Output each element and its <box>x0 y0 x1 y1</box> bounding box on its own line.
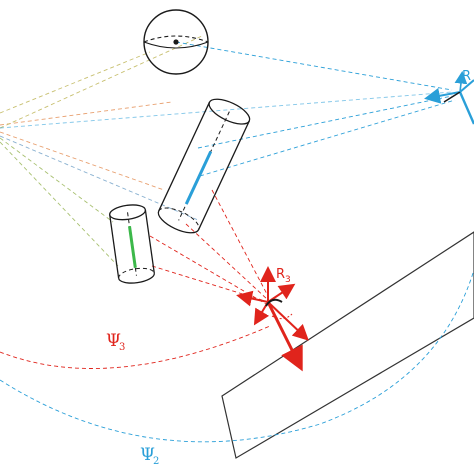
psi3-label: Ψ <box>106 331 121 351</box>
plane-icon <box>221 231 474 459</box>
psi3-arc <box>0 325 271 369</box>
psi2-label-subscript: 2 <box>153 456 159 467</box>
sight-line <box>0 137 114 223</box>
psi2-arc <box>0 269 474 443</box>
sight-line <box>0 35 203 129</box>
sight-line <box>0 141 119 267</box>
sight-line <box>0 51 151 114</box>
sight-line <box>185 223 269 301</box>
sight-line <box>197 95 453 149</box>
r3-frame-icon <box>236 266 309 372</box>
sight-line <box>211 189 269 297</box>
sphere-icon <box>143 9 209 75</box>
sight-line <box>0 91 453 129</box>
r1-frame-icon <box>424 70 474 125</box>
small-cylinder-icon <box>109 204 155 284</box>
sight-line <box>199 99 456 177</box>
sight-line <box>149 235 267 305</box>
sight-lines <box>0 35 203 267</box>
sight-line <box>0 101 173 126</box>
psi2-label: Ψ <box>140 445 155 465</box>
r3-label-subscript: 3 <box>285 275 291 285</box>
sight-line <box>0 131 165 191</box>
large-cylinder-icon <box>157 98 251 234</box>
sight-line <box>0 135 199 221</box>
r1-label: R <box>462 69 471 84</box>
r3-label: R <box>276 267 285 282</box>
sight-line <box>151 265 263 301</box>
sight-line <box>175 41 453 91</box>
psi3-label-subscript: 3 <box>119 342 125 353</box>
